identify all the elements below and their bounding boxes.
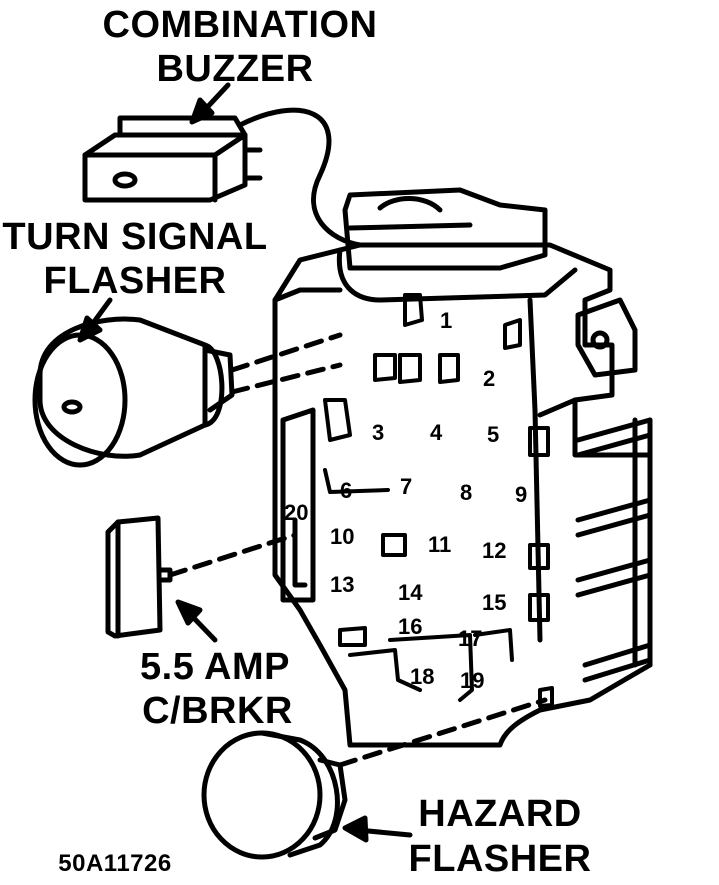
fuse-number-19: 19 <box>460 668 485 693</box>
fuse-number-3: 3 <box>372 420 385 445</box>
breaker-label-1: 5.5 AMP <box>140 646 290 688</box>
fuse-number-14: 14 <box>398 580 423 605</box>
fuse-number-5: 5 <box>487 422 500 447</box>
hazard-flasher <box>201 730 348 860</box>
fuse-number-8: 8 <box>460 480 473 505</box>
breaker-label-2: C/BRKR <box>142 690 293 732</box>
fuse-block-outline <box>272 242 653 748</box>
combination-buzzer <box>82 115 263 203</box>
combination-buzzer-label-2: BUZZER <box>156 48 314 90</box>
fuse-number-12: 12 <box>482 538 507 563</box>
fuse-number-20: 20 <box>284 500 309 525</box>
combination-buzzer-label-1: COMBINATION <box>102 4 378 46</box>
fuse-slot-outlines <box>323 293 550 702</box>
hazard-pin-line <box>337 697 548 768</box>
fuse-number-15: 15 <box>482 590 507 615</box>
top-connector <box>342 187 548 271</box>
fuse-number-17: 17 <box>458 626 483 651</box>
hazard-label-1: HAZARD <box>418 793 582 835</box>
turn-signal-label-1: TURN SIGNAL <box>2 216 268 258</box>
figure-id: 50A11726 <box>58 850 172 877</box>
turn-signal-label-2: FLASHER <box>43 260 227 302</box>
fuse-number-4: 4 <box>430 420 443 445</box>
fuse-number-11: 11 <box>428 532 452 557</box>
buzzer-wire <box>237 107 363 248</box>
fuse-number-1: 1 <box>440 308 453 333</box>
hazard-label-2: FLASHER <box>408 838 592 880</box>
turn-signal-pin-line <box>229 332 343 395</box>
fuse-number-13: 13 <box>330 572 355 597</box>
fuse-number-2: 2 <box>483 366 496 391</box>
fuse-number-10: 10 <box>330 524 355 549</box>
mounting-tab <box>575 297 638 378</box>
fuse-number-9: 9 <box>515 482 528 507</box>
fuse-number-16: 16 <box>398 614 423 639</box>
side-slats <box>575 417 653 683</box>
turn-signal-flasher <box>32 316 235 468</box>
fuse-number-18: 18 <box>410 664 435 689</box>
circuit-breaker <box>105 515 173 639</box>
fuse-number-6: 6 <box>340 478 353 503</box>
breaker-pin-line <box>167 532 298 578</box>
fuse-number-7: 7 <box>400 474 413 499</box>
